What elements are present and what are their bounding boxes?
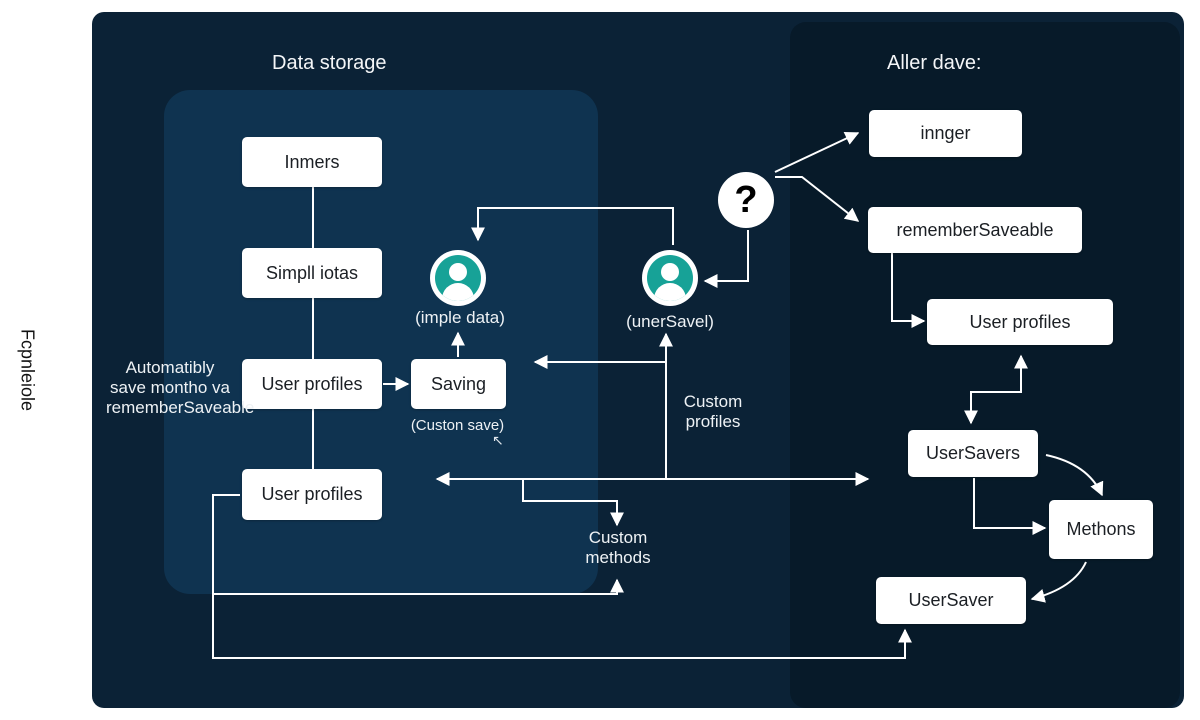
- cursor-icon: ↖: [492, 432, 504, 448]
- simple-data-label: (imple data): [415, 308, 505, 327]
- outer-loop-arrow: [212, 594, 912, 659]
- custom-profiles-label: Custom profiles: [683, 392, 743, 431]
- custom-save-caption: (Custon save): [410, 417, 505, 434]
- custom-methods-label: Custom methods: [585, 528, 651, 567]
- node-user-savers: UserSavers: [908, 430, 1038, 477]
- remember-to-profiles-arrow: [891, 253, 926, 328]
- top-loop-arrow: [471, 207, 674, 245]
- avatar-to-question-arrow: [703, 230, 749, 288]
- node-user-profiles-lower: User profiles: [242, 469, 382, 520]
- question-mark-icon: ?: [718, 172, 774, 228]
- savers-curve-arrow: [1045, 454, 1104, 497]
- question-to-inner-arrow: [774, 132, 860, 173]
- node-remember-saveable: rememberSaveable: [868, 207, 1082, 253]
- diagram-canvas: Data storage Aller dave: Inmers Simpll i…: [92, 12, 1184, 708]
- node-right-user-profiles: User profiles: [927, 299, 1113, 345]
- node-user-profiles: User profiles: [242, 359, 382, 409]
- node-saving: Saving: [411, 359, 506, 409]
- side-label: Fcpnleiole: [17, 328, 38, 412]
- user-avatar-icon: [430, 250, 486, 306]
- node-simple-data: Simpll iotas: [242, 248, 382, 298]
- to-custom-methods-arrow: [522, 479, 624, 527]
- savers-profiles-double-arrow: [964, 354, 1028, 425]
- methods-to-saver-arrow: [1030, 561, 1087, 603]
- connector-lines: [212, 132, 1104, 659]
- right-panel-title: Aller dave:: [887, 52, 982, 74]
- user-saver-avatar-icon: [642, 250, 698, 306]
- data-storage-title: Data storage: [272, 52, 387, 74]
- node-inmers: Inmers: [242, 137, 382, 187]
- question-to-remember-arrow: [775, 176, 860, 222]
- user-saver-label: (unerSavel): [626, 312, 714, 331]
- node-methods: Methons: [1049, 500, 1153, 559]
- savers-to-methods-arrow: [973, 478, 1047, 535]
- node-inner: innger: [869, 110, 1022, 157]
- node-user-saver: UserSaver: [876, 577, 1026, 624]
- auto-save-note: Automatibly save montho va rememberSavea…: [106, 358, 255, 417]
